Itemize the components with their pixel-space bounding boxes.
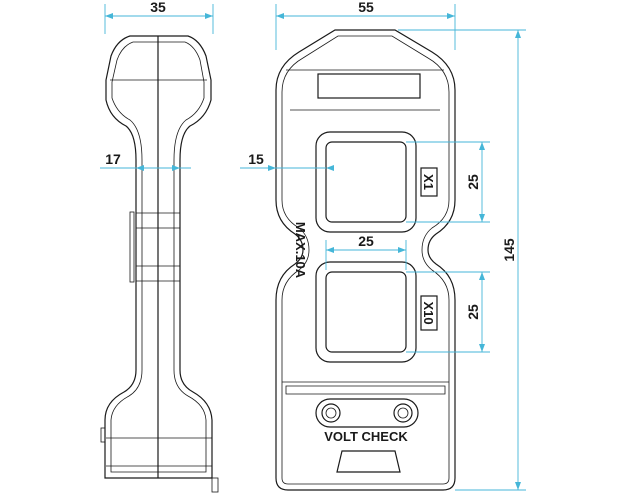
front-view-bottom-recess <box>336 450 401 473</box>
side-view-strap-lug <box>211 477 219 493</box>
volt-check-label: VOLT CHECK <box>324 429 408 444</box>
upper-clamp-window <box>325 141 407 223</box>
front-view-bottom-rail <box>285 385 446 395</box>
max-rating-label: MAX.10A <box>293 222 308 279</box>
dimension-front-height: 145 <box>398 29 526 491</box>
dimension-side-grip-width: 17 <box>100 151 191 171</box>
volt-check-led-left <box>321 403 341 423</box>
range-x10-box <box>420 295 438 331</box>
upper-clamp-window-outer <box>315 131 417 233</box>
dimension-side-width: 35 <box>104 0 214 34</box>
dimension-front-width-label: 55 <box>358 0 374 15</box>
dimension-lower-window-height-label: 25 <box>465 304 481 320</box>
front-view-outline <box>275 29 456 491</box>
volt-check-led-right <box>393 403 413 423</box>
volt-check-led-right-inner <box>397 407 409 419</box>
dimension-window-width: 25 <box>325 233 407 270</box>
range-x1-label: X1 <box>421 174 436 190</box>
lower-clamp-window-outer <box>315 261 417 363</box>
dimension-upper-window-height-label: 25 <box>465 174 481 190</box>
volt-check-led-left-inner <box>325 407 337 419</box>
dimension-front-height-label: 145 <box>501 238 517 262</box>
dimension-window-width-label: 25 <box>358 233 374 249</box>
side-view-rib <box>129 211 135 283</box>
dimension-front-width: 55 <box>275 0 456 50</box>
front-view-inner-outline <box>281 35 450 485</box>
side-view-stud <box>100 427 106 443</box>
side-view <box>100 35 219 493</box>
dimension-left-inset: 15 <box>240 151 334 171</box>
range-x10-label: X10 <box>421 301 436 324</box>
front-view-display-window <box>317 73 421 99</box>
dimension-upper-window-height: 25 <box>406 141 490 223</box>
front-view: X1 X10 MAX.10A VOLT CHECK <box>275 29 456 491</box>
range-x1-box <box>420 167 438 197</box>
dimension-side-grip-width-label: 17 <box>105 151 121 167</box>
dimension-lower-window-height: 25 <box>406 271 490 353</box>
volt-check-pad <box>315 398 419 428</box>
dimension-left-inset-label: 15 <box>248 151 264 167</box>
lower-clamp-window <box>325 271 407 353</box>
side-view-inner-outline <box>110 41 207 473</box>
dimension-side-width-label: 35 <box>150 0 166 15</box>
